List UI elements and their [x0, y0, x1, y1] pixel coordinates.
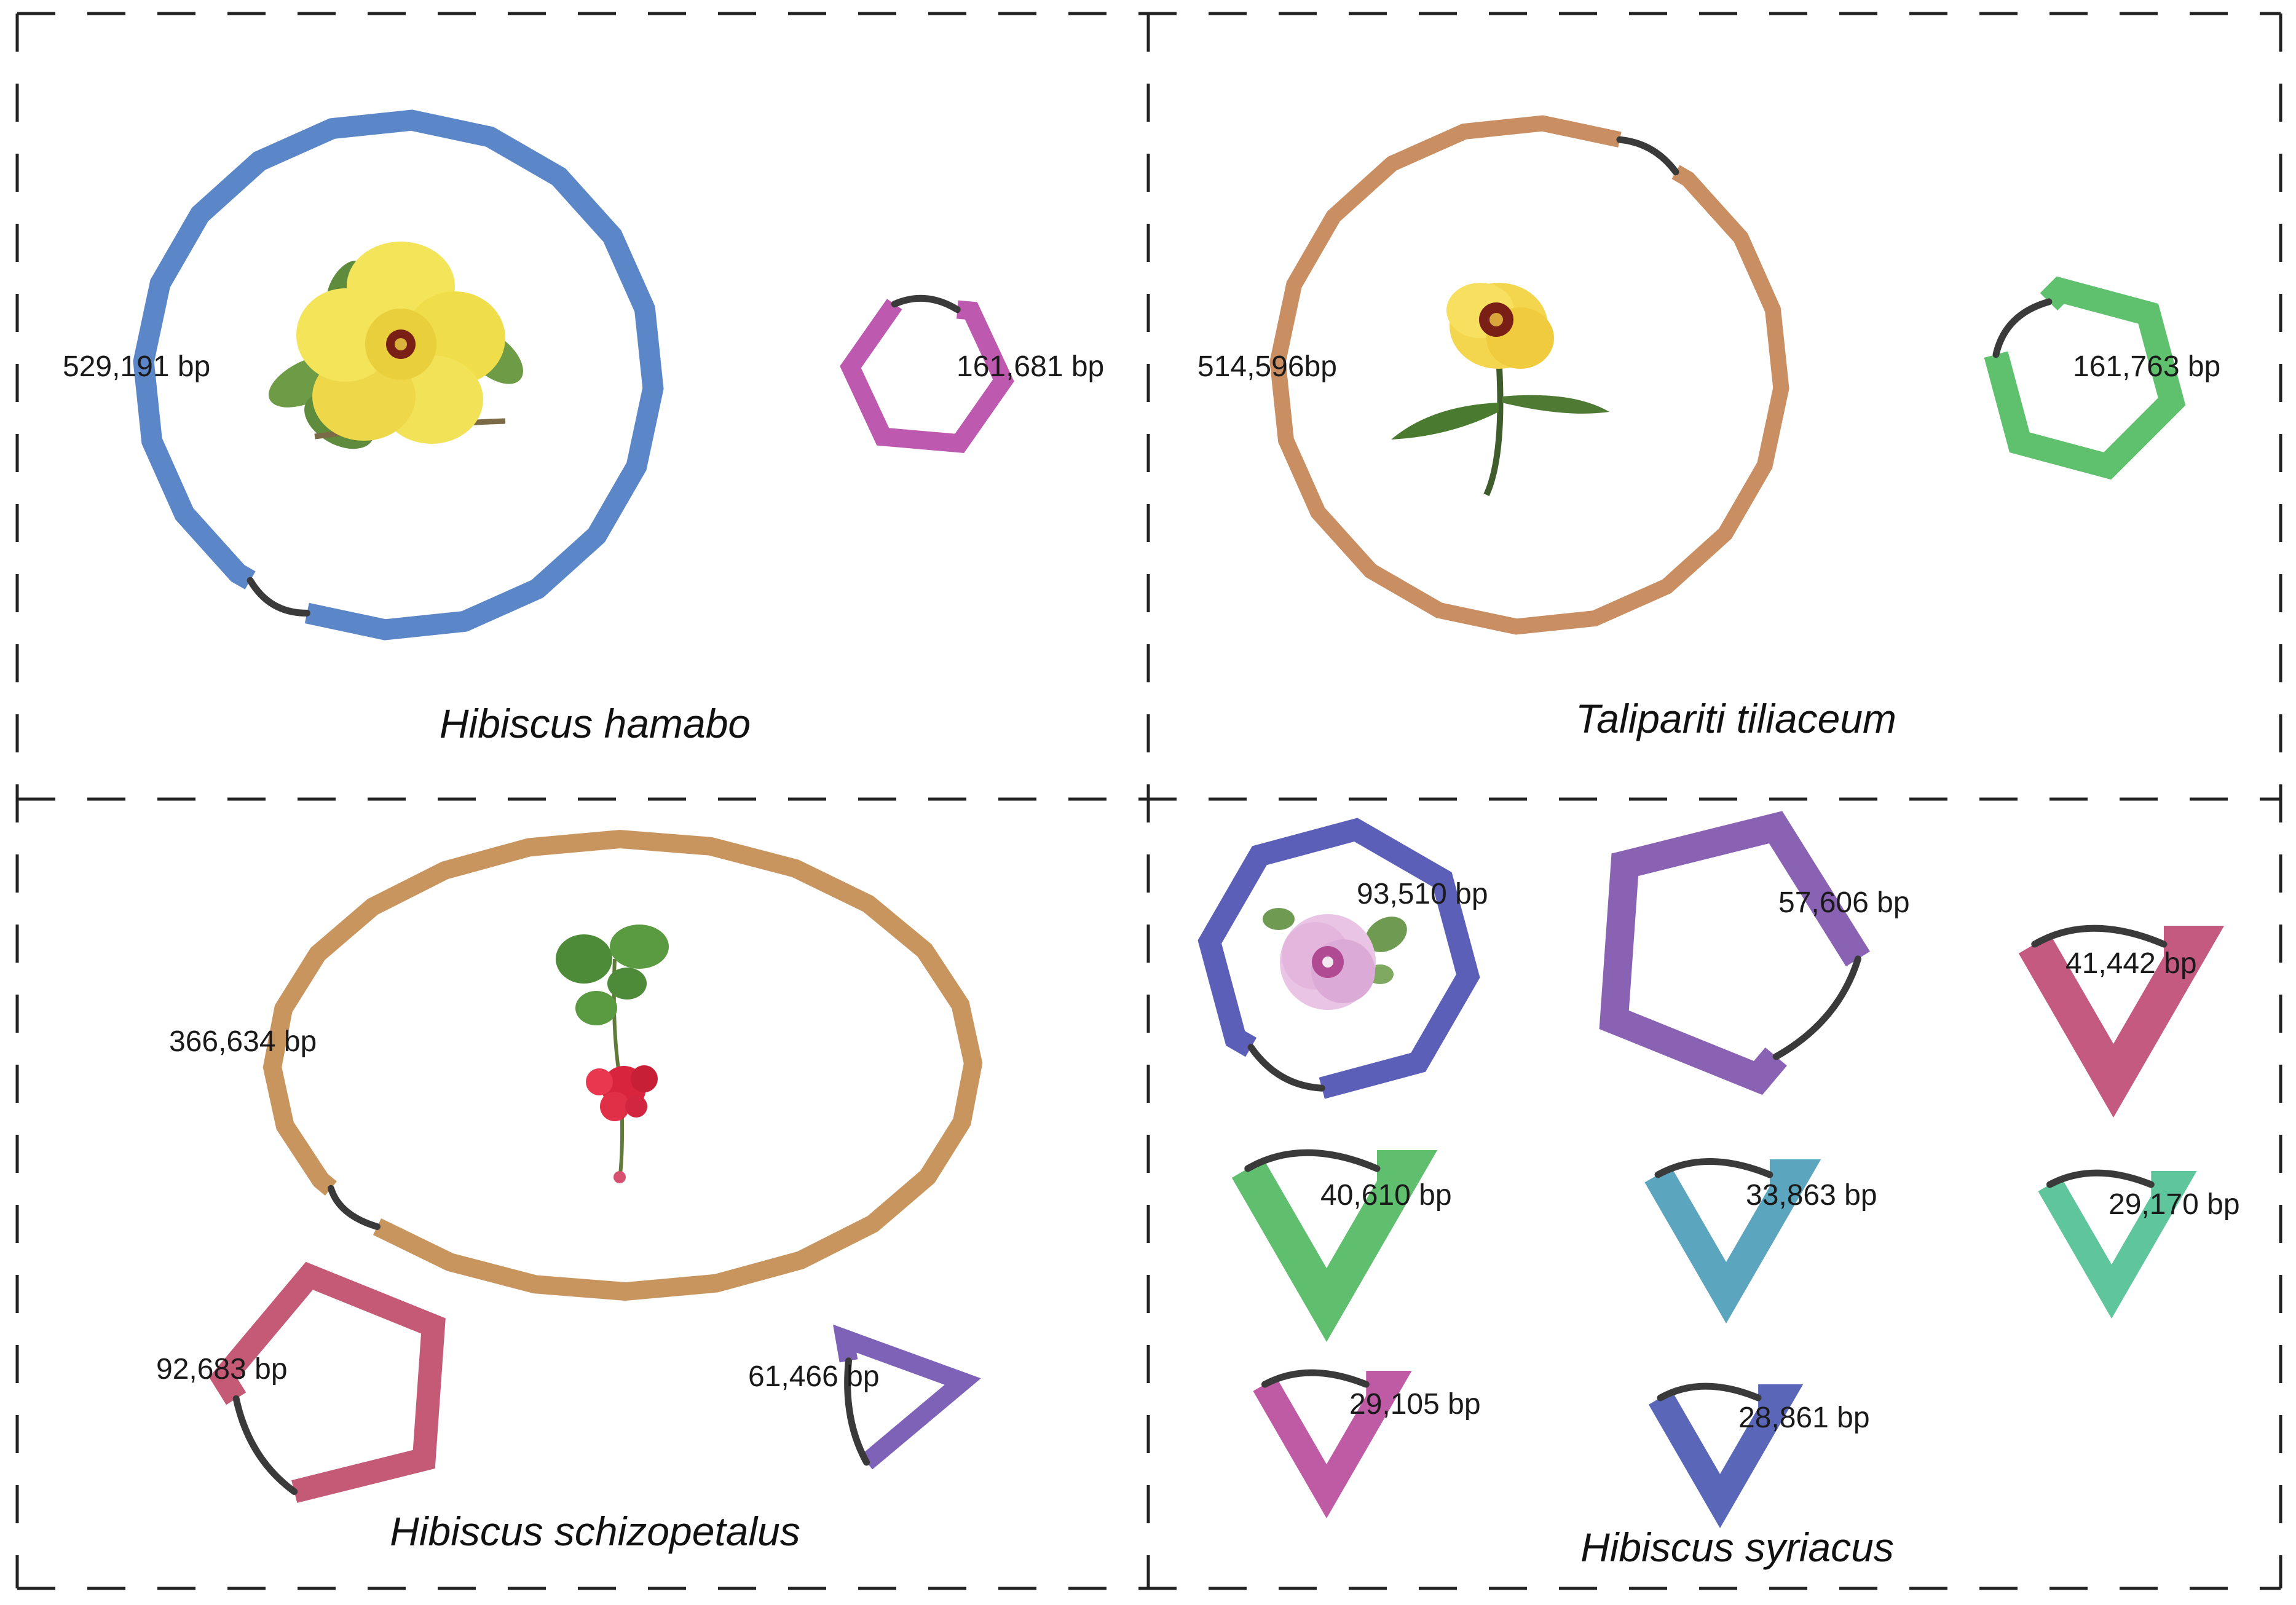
chromosome-size-label: 41,442 bp: [2065, 947, 2197, 980]
chromosome-segment: [1984, 276, 2186, 480]
chromosome-segment: [1599, 811, 1871, 1095]
chromosome-segment: [2038, 1171, 2197, 1319]
chromosome-segment: [133, 109, 664, 641]
chromosome-link: [1616, 136, 1679, 176]
chromosome-segment: [840, 299, 1014, 453]
chromosome-segment: [1644, 1159, 1821, 1323]
panel-frames: [15, 12, 2282, 1590]
chromosome-segment: [832, 1324, 981, 1470]
chromosome-size-label: 29,170 bp: [2109, 1188, 2240, 1221]
chromosome-ring: [1648, 1382, 1804, 1528]
chromosome-ring: [832, 1324, 981, 1470]
chromosome-size-label: 366,634 bp: [169, 1025, 317, 1058]
panel-hibiscus-schizopetalus: 366,634 bp 92,683 bp 61,466 bp Hibiscus …: [156, 829, 983, 1554]
chromosome-link: [232, 1395, 298, 1495]
species-name: Talipariti tiliaceum: [1576, 696, 1896, 741]
chromosome-link: [247, 577, 310, 617]
chromosome-ring: [1269, 115, 1789, 635]
chromosome-size-label: 57,606 bp: [1778, 886, 1910, 919]
chromosome-size-label: 29,105 bp: [1349, 1388, 1481, 1421]
panel-talipariti-tiliaceum: 514,596bp 161,763 bp Talipariti tiliaceu…: [1197, 115, 2220, 741]
pink-hibiscus-flower-icon: [1263, 908, 1407, 1010]
chromosome-size-label: 61,466 bp: [748, 1360, 880, 1393]
chromosome-size-label: 33,863 bp: [1746, 1179, 1877, 1212]
chromosome-segment: [262, 829, 983, 1301]
chromosome-ring: [209, 1261, 446, 1503]
species-name: Hibiscus schizopetalus: [390, 1508, 800, 1554]
yellow-hibiscus-flower-icon: [268, 242, 523, 449]
chromosome-size-label: 161,763 bp: [2073, 350, 2220, 383]
chromosome-link: [2031, 925, 2168, 948]
chromosome-link: [327, 1185, 381, 1230]
chromosome-ring: [2018, 925, 2225, 1118]
panel-hibiscus-syriacus: 93,510 bp 57,606 bp 41,442 bp 40,610 bp …: [1197, 811, 2240, 1570]
chromosome-size-label: 40,610 bp: [1320, 1179, 1452, 1212]
red-fringed-hibiscus-icon: [556, 925, 669, 1183]
chromosome-ring: [1231, 1149, 1438, 1342]
chromosome-size-label: 93,510 bp: [1357, 878, 1488, 910]
chromosome-segment: [2018, 926, 2225, 1118]
chromosome-ring: [1197, 818, 1480, 1099]
chromosome-segment: [1269, 115, 1789, 635]
chromosome-link: [1654, 1158, 1773, 1178]
chromosome-ring: [1984, 276, 2186, 480]
chromosome-link: [844, 1357, 870, 1466]
chromosome-link: [1244, 1149, 1381, 1172]
chromosome-ring: [133, 109, 664, 641]
chromosome-link: [1247, 1044, 1325, 1092]
chromosome-ring: [1644, 1158, 1821, 1323]
chromosome-segment: [1231, 1150, 1438, 1342]
chromosome-ring: [262, 829, 983, 1301]
chromosome-size-label: 161,681 bp: [957, 350, 1104, 383]
chromosome-link: [1772, 955, 1861, 1060]
chromosome-segment: [1253, 1371, 1412, 1518]
chromosome-ring: [1599, 811, 1871, 1095]
chromosome-size-label: 28,861 bp: [1738, 1402, 1870, 1434]
chromosome-size-label: 514,596bp: [1197, 350, 1337, 383]
species-name: Hibiscus syriacus: [1580, 1524, 1894, 1570]
chromosome-link: [1992, 298, 2053, 358]
chromosome-link: [891, 294, 961, 314]
chromosome-link: [2046, 1169, 2155, 1188]
chromosome-segment: [209, 1261, 446, 1503]
chromosome-ring: [2038, 1169, 2197, 1319]
chromosome-ring: [840, 294, 1014, 453]
species-name: Hibiscus hamabo: [440, 701, 751, 746]
chromosome-size-label: 92,683 bp: [156, 1353, 288, 1386]
yellow-flower-with-stem-icon: [1391, 283, 1609, 497]
chromosome-ring: [1253, 1369, 1412, 1518]
chromosome-segment: [1648, 1384, 1804, 1528]
chromosome-link: [1657, 1382, 1762, 1402]
chromosome-segment: [1197, 818, 1480, 1099]
chromosome-link: [1261, 1369, 1370, 1388]
chromosome-size-label: 529,191 bp: [63, 350, 210, 383]
panel-hibiscus-hamabo: 529,191 bp 161,681 bp Hibiscus hamabo: [63, 109, 1104, 746]
